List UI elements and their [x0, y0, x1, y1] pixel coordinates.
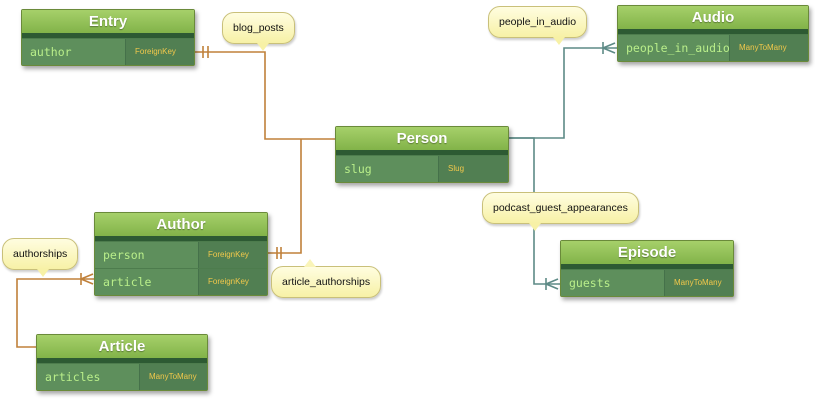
callout-tail: [553, 37, 565, 45]
field-type: ForeignKey: [125, 39, 194, 65]
field-name: person: [103, 248, 145, 262]
callout-tail: [257, 43, 269, 51]
field-row-article[interactable]: article ForeignKey: [95, 268, 267, 295]
field-type: ForeignKey: [198, 269, 267, 295]
connector-people-in-audio: [508, 42, 617, 139]
callout-label: people_in_audio: [499, 16, 577, 28]
callout-label: podcast_guest_appearances: [493, 202, 628, 214]
entity-article[interactable]: Article articles ManyToMany: [36, 334, 208, 391]
entity-entry[interactable]: Entry author ForeignKey: [21, 9, 195, 66]
entity-title: Episode: [561, 241, 733, 269]
callout-tail: [304, 259, 316, 267]
field-row-person[interactable]: person ForeignKey: [95, 241, 267, 268]
callout-authorships: authorships: [2, 238, 79, 277]
field-name: articles: [45, 370, 101, 384]
callout-article-authorships: article_authorships: [271, 259, 382, 298]
field-row-author[interactable]: author ForeignKey: [22, 38, 194, 65]
entity-title: Entry: [22, 10, 194, 38]
callout-tail: [37, 269, 49, 277]
field-name: guests: [569, 276, 611, 290]
callout-label: authorships: [13, 248, 68, 260]
callout-podcast-guest-appearances: podcast_guest_appearances: [482, 192, 639, 231]
field-type: ManyToMany: [729, 35, 808, 61]
connector-blog-posts: [195, 46, 335, 140]
field-row-people-in-audio[interactable]: people_in_audio ManyToMany: [618, 34, 808, 61]
entity-episode[interactable]: Episode guests ManyToMany: [560, 240, 734, 297]
connector-authorships: [16, 273, 95, 348]
field-row-articles[interactable]: articles ManyToMany: [37, 363, 207, 390]
entity-title: Author: [95, 213, 267, 241]
callout-label: article_authorships: [282, 276, 371, 288]
field-type: ManyToMany: [139, 364, 207, 390]
field-row-guests[interactable]: guests ManyToMany: [561, 269, 733, 296]
entity-audio[interactable]: Audio people_in_audio ManyToMany: [617, 5, 809, 62]
field-row-slug[interactable]: slug Slug: [336, 155, 508, 182]
entity-person[interactable]: Person slug Slug: [335, 126, 509, 183]
entity-title: Audio: [618, 6, 808, 34]
entity-title: Person: [336, 127, 508, 155]
callout-label: blog_posts: [233, 22, 284, 34]
connector-article-authorships: [266, 139, 302, 259]
field-name: author: [30, 45, 72, 59]
field-name: article: [103, 275, 152, 289]
field-name: people_in_audio: [626, 41, 730, 55]
callout-tail: [529, 223, 541, 231]
field-type: Slug: [438, 156, 508, 182]
entity-title: Article: [37, 335, 207, 363]
entity-author[interactable]: Author person ForeignKey article Foreign…: [94, 212, 268, 296]
callout-blog-posts: blog_posts: [222, 12, 295, 51]
field-name: slug: [344, 162, 372, 176]
field-type: ForeignKey: [198, 242, 267, 268]
field-type: ManyToMany: [664, 270, 733, 296]
callout-people-in-audio: people_in_audio: [488, 6, 588, 45]
